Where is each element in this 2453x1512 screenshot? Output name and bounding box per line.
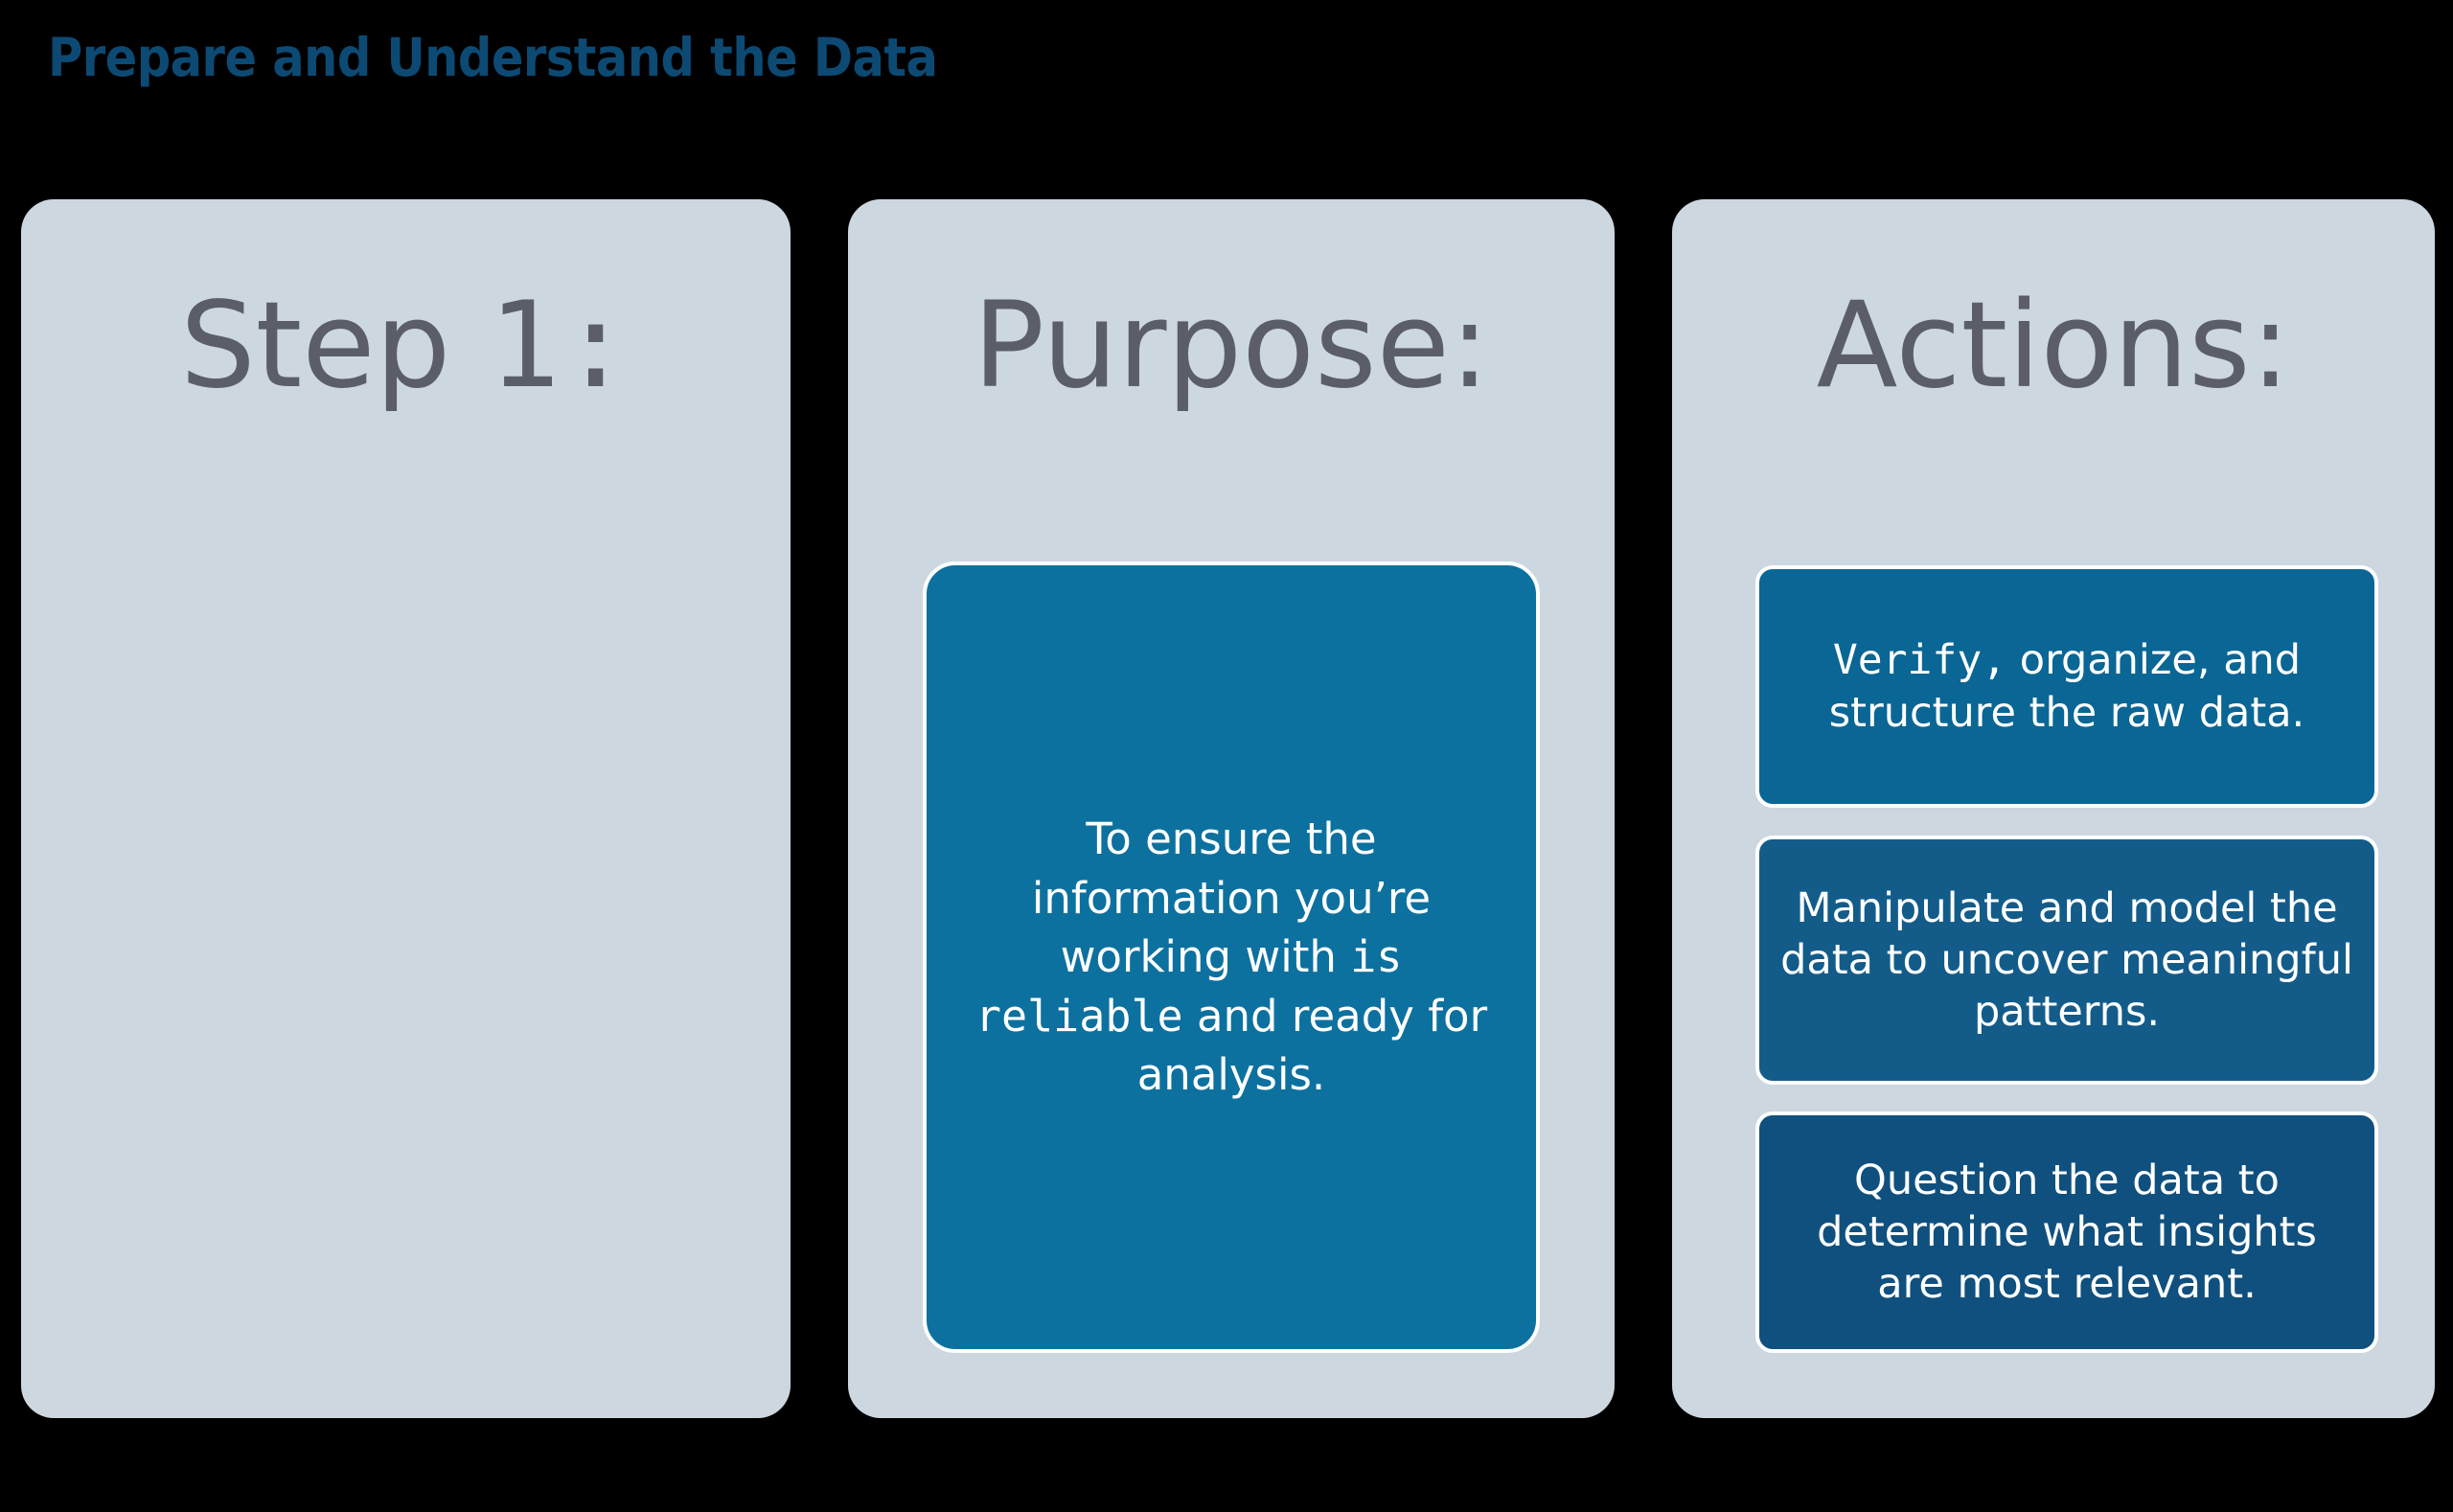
card-purpose-heading: Purpose: bbox=[973, 277, 1490, 415]
card-step-heading: Step 1: bbox=[21, 284, 791, 408]
purpose-statement-panel: To ensure the information you’re working… bbox=[923, 561, 1540, 1353]
card-step-heading-word: Step bbox=[179, 277, 489, 415]
action-item: Question the data to determine what insi… bbox=[1755, 1111, 2378, 1353]
slide-title: Prepare and Understand the Data bbox=[48, 27, 938, 88]
card-purpose: Purpose: To ensure the information you’r… bbox=[848, 199, 1615, 1418]
card-actions: Actions: Verify, organize, and structure… bbox=[1672, 199, 2435, 1418]
purpose-statement-text: To ensure the information you’re working… bbox=[974, 813, 1488, 1101]
card-step: Step 1: bbox=[21, 199, 791, 1418]
action-item-text: Manipulate and model the data to uncover… bbox=[1780, 883, 2353, 1037]
action-item: Manipulate and model the data to uncover… bbox=[1755, 836, 2378, 1085]
action-item: Verify, organize, and structure the raw … bbox=[1755, 565, 2378, 808]
action-item-text: Question the data to determine what insi… bbox=[1817, 1156, 2317, 1309]
card-step-heading-number: 1: bbox=[488, 277, 632, 415]
action-item-text: Verify, organize, and structure the raw … bbox=[1828, 636, 2305, 737]
card-actions-heading: Actions: bbox=[1816, 277, 2291, 415]
